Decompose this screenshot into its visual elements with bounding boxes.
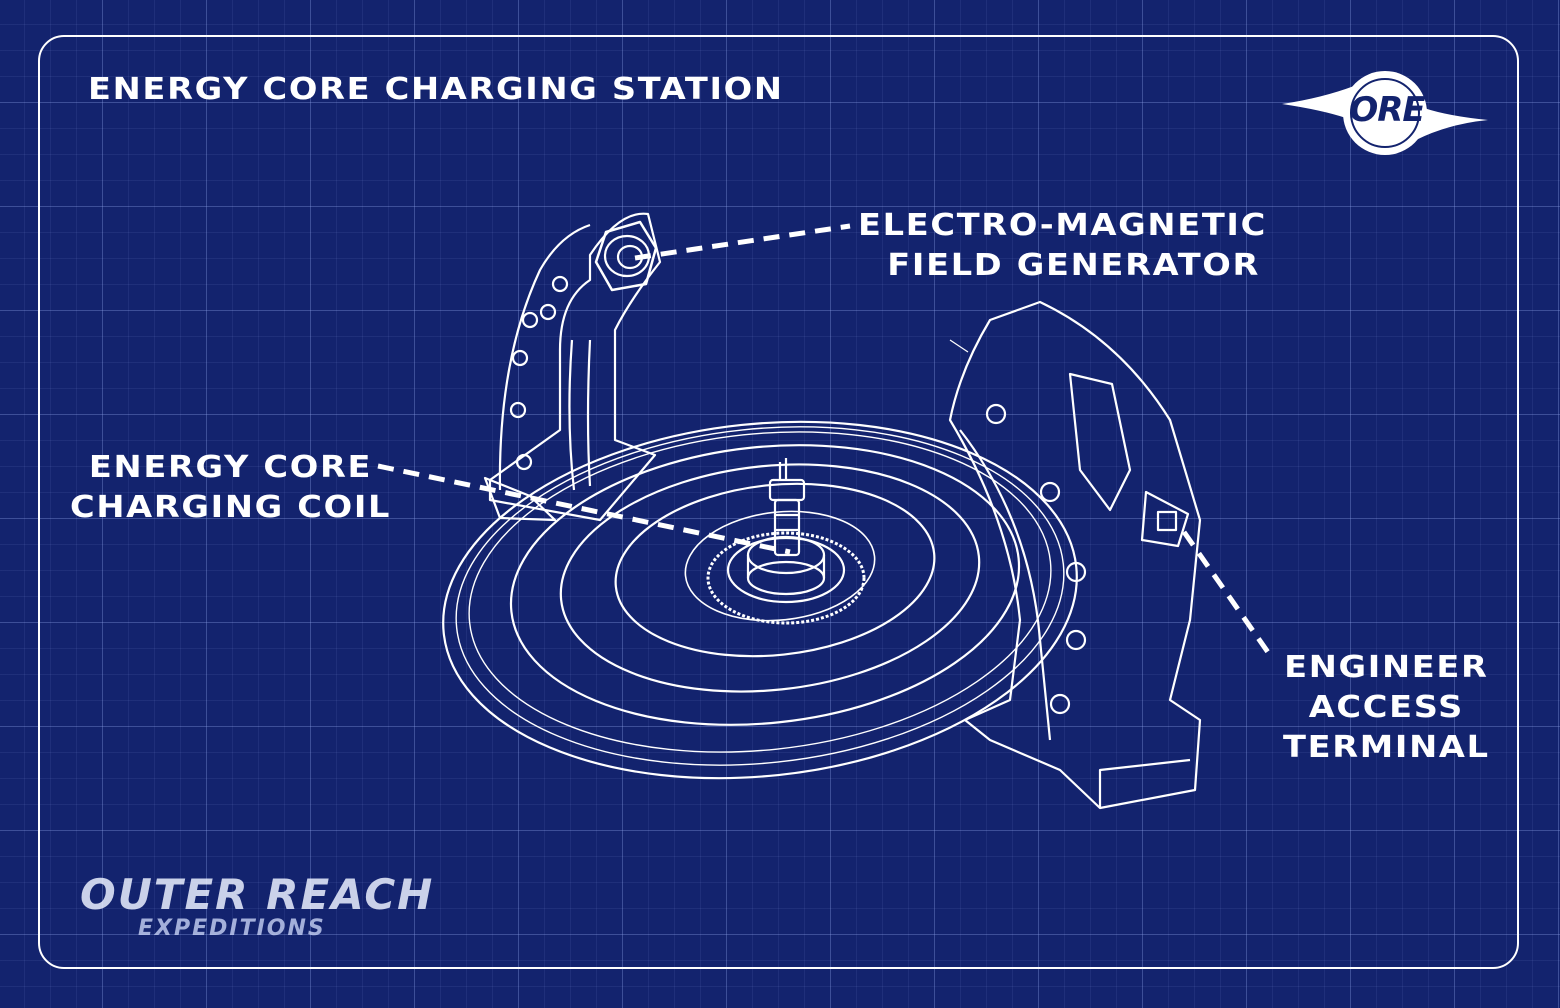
brand-name: OUTER REACH [80,870,435,919]
blueprint-frame [38,35,1519,969]
generator-leader-line [634,223,851,261]
terminal-label-line-1: ENGINEER [1284,650,1489,685]
coil-label-line-2: CHARGING COIL [70,490,392,525]
terminal-label-line-2: ACCESS [1308,690,1464,725]
terminal-label-line-3: TERMINAL [1283,730,1490,765]
logo-text: ORE [1349,90,1425,130]
brand-subtitle: EXPEDITIONS [138,916,326,941]
coil-leader-line [377,463,791,555]
terminal-label: ENGINEER ACCESS TERMINAL [1283,648,1490,768]
central-coil [706,458,866,625]
coil-label: ENERGY CORE CHARGING COIL [70,448,391,528]
generator-label: ELECTRO-MAGNETIC FIELD GENERATOR [858,206,1267,286]
generator-label-line-1: ELECTRO-MAGNETIC [858,208,1267,243]
access-terminal [948,300,1202,810]
leader-lines [377,223,1275,660]
generator-label-line-2: FIELD GENERATOR [887,248,1261,283]
base-platform [442,420,1078,780]
ore-logo-icon [1282,71,1488,155]
diagram-title: ENERGY CORE CHARGING STATION [88,72,784,107]
field-generator-arm [483,212,662,522]
coil-label-line-1: ENERGY CORE [88,450,373,485]
